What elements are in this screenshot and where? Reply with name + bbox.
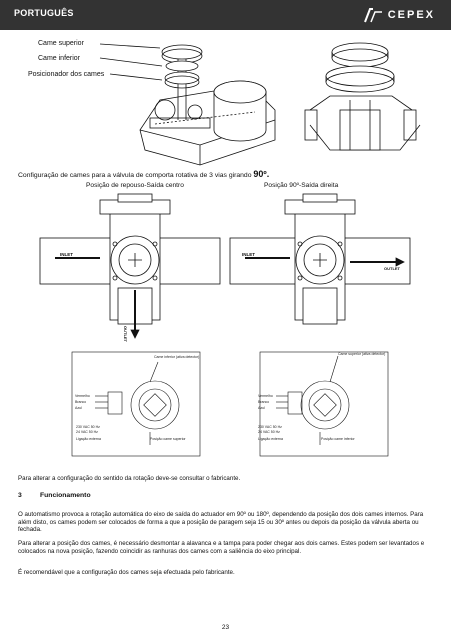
page-number: 23	[221, 624, 230, 631]
wiring-diagram-left	[71, 351, 201, 457]
left-wire-red: Vermelho	[75, 394, 90, 398]
label-lower-cam: Came inferior	[38, 55, 81, 62]
page-header: PORTUGUÊS CEPEX	[0, 0, 451, 30]
bottom-outlet-label: OUTLET	[123, 326, 128, 342]
right-wire-red: Vermelho	[258, 394, 273, 398]
right-cam-note: Came superior (ativa detector)	[338, 352, 386, 356]
right-outlet-label: OUTLET	[384, 266, 400, 271]
section-title: Funcionamento	[40, 492, 91, 499]
right-inlet-label: INLET	[242, 252, 255, 257]
left-wire-blue: Azul	[75, 406, 82, 410]
actuator-exploded-view	[99, 43, 276, 166]
right-wire-white: Branco	[258, 400, 270, 404]
manufacturer-note: Para alterar a configuração do sentido d…	[18, 475, 241, 482]
left-inlet-label: INLET	[60, 252, 73, 257]
left-position-note: Posição came superior	[150, 437, 186, 441]
label-upper-cam: Came superior	[38, 40, 84, 47]
caption-rest-position: Posição de repouso-Saída centro	[86, 182, 184, 189]
brand-name: CEPEX	[387, 9, 435, 21]
wiring-diagram-right	[259, 351, 389, 457]
right-voltage-24: 24 VAC 50 Hz	[258, 430, 280, 434]
paragraph-recommendation: É recomendável que a configuração dos ca…	[18, 569, 235, 576]
left-voltage-230: 230 VAC 50 Hz	[76, 425, 100, 429]
cam-detail-view	[304, 42, 421, 151]
right-voltage-230: 230 VAC 50 Hz	[258, 425, 282, 429]
left-voltage-24: 24 VAC 50 Hz	[76, 430, 98, 434]
language-label: PORTUGUÊS	[14, 8, 74, 18]
section-number: 3	[18, 492, 22, 499]
paragraph-operation: O automatismo provoca a rotação automáti…	[18, 511, 424, 534]
figure-title: Configuração de cames para a válvula de …	[18, 169, 270, 179]
label-cam-positioner: Posicionador dos cames	[28, 71, 105, 78]
left-cam-note: Came inferior (ativa detector)	[154, 355, 200, 359]
left-external-connection: Ligação externa	[76, 437, 101, 441]
brand-logo: CEPEX	[362, 6, 435, 24]
technical-drawings	[39, 42, 421, 457]
left-wire-white: Branco	[75, 400, 87, 404]
right-position-note: Posição came inferior	[321, 437, 355, 441]
caption-90-position: Posição 90º-Saída direita	[264, 182, 339, 189]
right-wire-blue: Azul	[258, 406, 265, 410]
right-external-connection: Ligação externa	[258, 437, 283, 441]
valve-rest-position	[39, 193, 221, 339]
paragraph-cam-change: Para alterar a posição dos cames, é nece…	[18, 540, 425, 555]
cepex-logo-icon	[363, 8, 382, 23]
valve-90-position	[229, 193, 411, 325]
